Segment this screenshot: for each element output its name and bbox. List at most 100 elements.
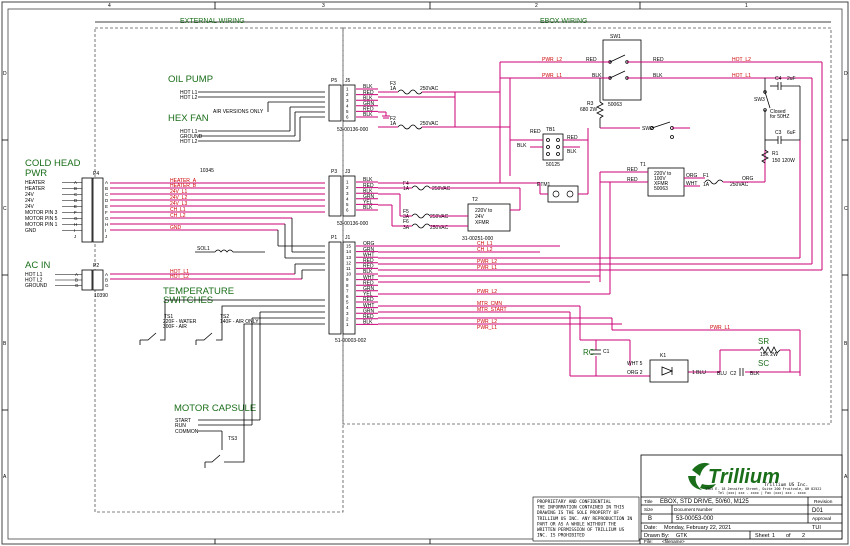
- p4-pin-letter: F: [105, 210, 108, 215]
- k1-pin5: WHT 5: [627, 361, 643, 367]
- signal-pwr-l2-top: PWR_L2: [542, 57, 562, 63]
- cold-head-line-label: MOTOR PIN 3: [25, 210, 58, 216]
- j3-pin-number: 2: [346, 185, 349, 190]
- proprietary-notice-box: [532, 496, 640, 542]
- ts2-text: 140F - AIR ONLY: [220, 319, 259, 325]
- approval-label: Approval: [812, 516, 831, 522]
- signal-sol1: SOL1: [197, 246, 210, 252]
- signal-hot-l2-top: HOT_L2: [732, 57, 751, 63]
- sheet-of-label: of: [786, 533, 791, 539]
- signal-pwr-l1-j1: PWR_L1: [477, 265, 497, 271]
- drawn-label: Drawn By:: [644, 533, 670, 539]
- j3-wire-color: RED: [363, 183, 374, 189]
- j1-pin-number: 1: [346, 322, 349, 327]
- motor-capsule-line: COMMON: [175, 429, 199, 435]
- signal-ch-l2-j1: CH_L2: [477, 247, 493, 253]
- j1-wire-color: BLK: [363, 320, 373, 326]
- tb1-label: TB1: [546, 127, 555, 133]
- connector-p3: [328, 175, 342, 217]
- f5-rating: 3A: [403, 214, 410, 220]
- sw1-part-number: 50063: [608, 102, 622, 108]
- j5-pin-number: 3: [346, 98, 349, 103]
- temperature-title: TEMPERATURE: [163, 286, 234, 297]
- frame-row-label: D: [844, 71, 848, 77]
- j1-pin-number: 13: [346, 255, 352, 260]
- j3-pin-number: 3: [346, 191, 349, 196]
- f4-rating: 1A: [403, 186, 410, 192]
- j5-pin-number: 6: [346, 115, 349, 120]
- t1-text: XFMR: [654, 181, 669, 187]
- frame-row-label: C: [844, 206, 848, 212]
- wire-blk: BLK: [653, 73, 663, 79]
- signal-hot-l1-top: HOT_L1: [732, 73, 751, 79]
- t1-text: 100V: [654, 176, 666, 182]
- f1-wires: [723, 150, 766, 183]
- resistor-r3: [596, 78, 604, 128]
- revision-value: D01: [812, 508, 824, 514]
- j3-pin-number: 6: [346, 208, 349, 213]
- t1-wires: [599, 171, 705, 294]
- j3-wire-color: YEL: [363, 200, 373, 206]
- connector-j3: [342, 175, 356, 217]
- j3-pin-number: 4: [346, 196, 349, 201]
- p5-label: P5: [331, 78, 337, 84]
- resistor-r1: [761, 149, 769, 164]
- approval-value: TUI: [812, 525, 821, 531]
- wire-red: RED: [586, 57, 597, 63]
- connector-p4: [92, 177, 104, 243]
- sw3-label: SW3: [754, 97, 765, 103]
- hex-fan-line-label: HOT L2: [180, 139, 198, 145]
- ts2-label: TS2: [220, 314, 229, 320]
- j1-label: J1: [345, 235, 351, 241]
- ts1-text: 220F - WATER: [163, 319, 197, 325]
- c3-value: 6uF: [787, 130, 796, 136]
- connector-cold-head-plug: [81, 177, 93, 243]
- j3-wire-color: BLK: [363, 177, 373, 183]
- j1-pin-number: 15: [346, 244, 352, 249]
- cold-head-line-label: GND: [25, 228, 37, 234]
- signal-pwr-l2-c: PWR_L2: [477, 319, 497, 325]
- connector-ac-plug: [81, 269, 93, 291]
- signal-ch-l1-j1: CH_L1: [477, 241, 493, 247]
- c2-label: C2: [730, 371, 737, 377]
- j1-pin-number: 3: [346, 311, 349, 316]
- signal-pwr-l1-c: PWR_L1: [477, 325, 497, 331]
- connector-j5: [342, 84, 356, 122]
- oil-pump-line-label: HOT L1: [180, 90, 198, 96]
- j1-wire-color: ORG: [363, 241, 375, 247]
- revision-label: Revision: [814, 499, 833, 505]
- fuse-f4: [411, 185, 431, 191]
- j1-pin-number: 14: [346, 249, 352, 254]
- wire-red: RED: [627, 177, 638, 183]
- p2-pin-letter: A: [105, 272, 108, 277]
- proprietary-line: PROPRIETARY AND CONFIDENTIAL: [537, 499, 611, 505]
- connector-p5: [328, 84, 342, 122]
- c3-label: C3: [775, 130, 782, 136]
- cold-head-note: 10345: [200, 168, 214, 174]
- frame-col-label: 2: [535, 3, 538, 9]
- p4-pin-letter: G: [74, 216, 78, 221]
- j5-pin-number: 1: [346, 87, 349, 92]
- j5-wire-color: BLK: [363, 95, 373, 101]
- t1-text: 50063: [654, 186, 668, 192]
- f6-rating: 3A: [403, 225, 410, 231]
- f6-label: F6: [403, 219, 409, 225]
- p2-label: P2: [93, 263, 99, 269]
- j1-wire-color: RED: [363, 258, 374, 264]
- j5-part-number: 53-00136-000: [337, 127, 368, 133]
- lower-wiring: [569, 306, 801, 377]
- k1-coil: [661, 366, 674, 376]
- j5-wire-color: GRN: [363, 101, 375, 107]
- capacitor-c3: [764, 86, 801, 150]
- ac-in-title: AC IN: [25, 260, 50, 271]
- j5-pin-number: 2: [346, 92, 349, 97]
- sc-label: SC: [758, 359, 769, 368]
- ts3-label: TS3: [228, 436, 237, 442]
- oil-pump-title: OIL PUMP: [168, 74, 213, 85]
- sw1-label: SW1: [610, 34, 621, 40]
- t2-text: XFMR: [475, 220, 490, 226]
- j5-pin-number: 5: [346, 109, 349, 114]
- p4-pin-letter: A: [74, 180, 77, 185]
